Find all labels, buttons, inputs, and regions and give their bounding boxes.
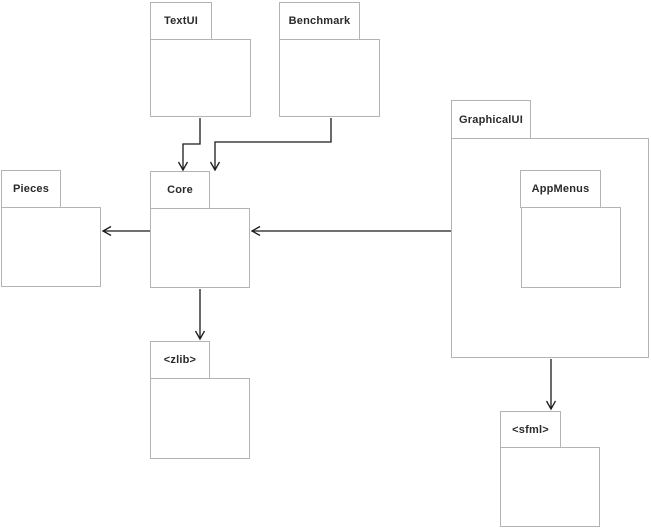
package-benchmark[interactable]: Benchmark [279, 2, 380, 117]
package-zlib[interactable]: <zlib> [150, 341, 250, 459]
package-benchmark-tab: Benchmark [279, 2, 360, 40]
package-textui-body [150, 39, 251, 117]
package-sfml-label: <sfml> [512, 423, 549, 436]
package-textui[interactable]: TextUI [150, 2, 251, 117]
package-graphicalui-label: GraphicalUI [459, 113, 523, 126]
edge-benchmark-to-core[interactable] [215, 118, 332, 170]
package-zlib-body [150, 378, 250, 459]
package-appmenus[interactable]: AppMenus [520, 170, 621, 288]
package-core-label: Core [167, 184, 193, 196]
package-benchmark-body [279, 39, 380, 117]
package-zlib-tab: <zlib> [150, 341, 210, 379]
package-pieces-label: Pieces [12, 183, 50, 195]
package-core[interactable]: Core [150, 171, 250, 288]
edge-textui-to-core[interactable] [183, 118, 201, 170]
package-zlib-label: <zlib> [163, 354, 197, 366]
package-textui-label: TextUI [163, 15, 198, 27]
package-pieces[interactable]: Pieces [1, 170, 101, 287]
package-graphicalui-tab: GraphicalUI [451, 100, 531, 139]
package-sfml[interactable]: <sfml> [500, 411, 600, 527]
package-benchmark-label: Benchmark [288, 15, 351, 27]
package-core-body [150, 208, 250, 288]
package-appmenus-tab: AppMenus [520, 170, 601, 208]
package-sfml-body [500, 447, 600, 527]
package-appmenus-body [521, 207, 621, 288]
package-appmenus-label: AppMenus [531, 183, 590, 195]
package-pieces-body [1, 207, 101, 287]
package-core-tab: Core [150, 171, 210, 209]
package-sfml-tab: <sfml> [500, 411, 561, 448]
